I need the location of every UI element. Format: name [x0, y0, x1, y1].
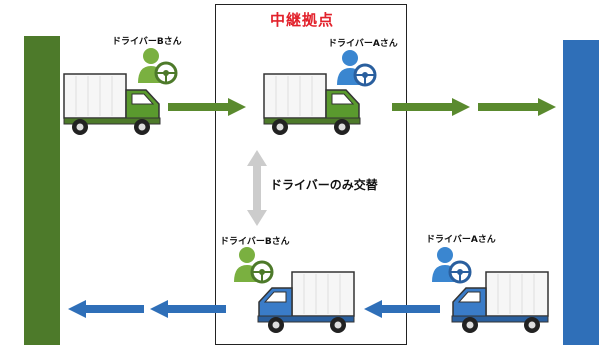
origin-bar-green — [24, 36, 60, 345]
driver-label-top-left: ドライバーBさん — [112, 37, 182, 47]
arrow-right-icon — [392, 98, 470, 116]
driver-with-steering-wheel-icon — [337, 50, 377, 87]
arrow-left-icon — [68, 300, 144, 318]
driver-with-steering-wheel-icon — [138, 48, 178, 85]
truck-icon — [263, 73, 361, 135]
truck-icon — [257, 271, 355, 333]
double-headed-arrow-icon — [247, 150, 267, 226]
driver-with-steering-wheel-icon — [234, 247, 274, 284]
destination-bar-blue — [563, 40, 599, 345]
driver-with-steering-wheel-icon — [432, 247, 472, 284]
truck-icon — [451, 271, 549, 333]
driver-swap-label: ドライバーのみ交替 — [270, 178, 378, 192]
arrow-left-icon — [364, 300, 440, 318]
truck-icon — [63, 73, 161, 135]
arrow-left-icon — [150, 300, 226, 318]
arrow-right-icon — [478, 98, 556, 116]
driver-label-bottom-right: ドライバーAさん — [426, 235, 496, 245]
driver-label-bottom-hub: ドライバーBさん — [220, 237, 290, 247]
driver-label-top-hub: ドライバーAさん — [328, 39, 398, 49]
arrow-right-icon — [168, 98, 246, 116]
relay-hub-box — [215, 4, 407, 345]
hub-title: 中継拠点 — [270, 11, 335, 29]
